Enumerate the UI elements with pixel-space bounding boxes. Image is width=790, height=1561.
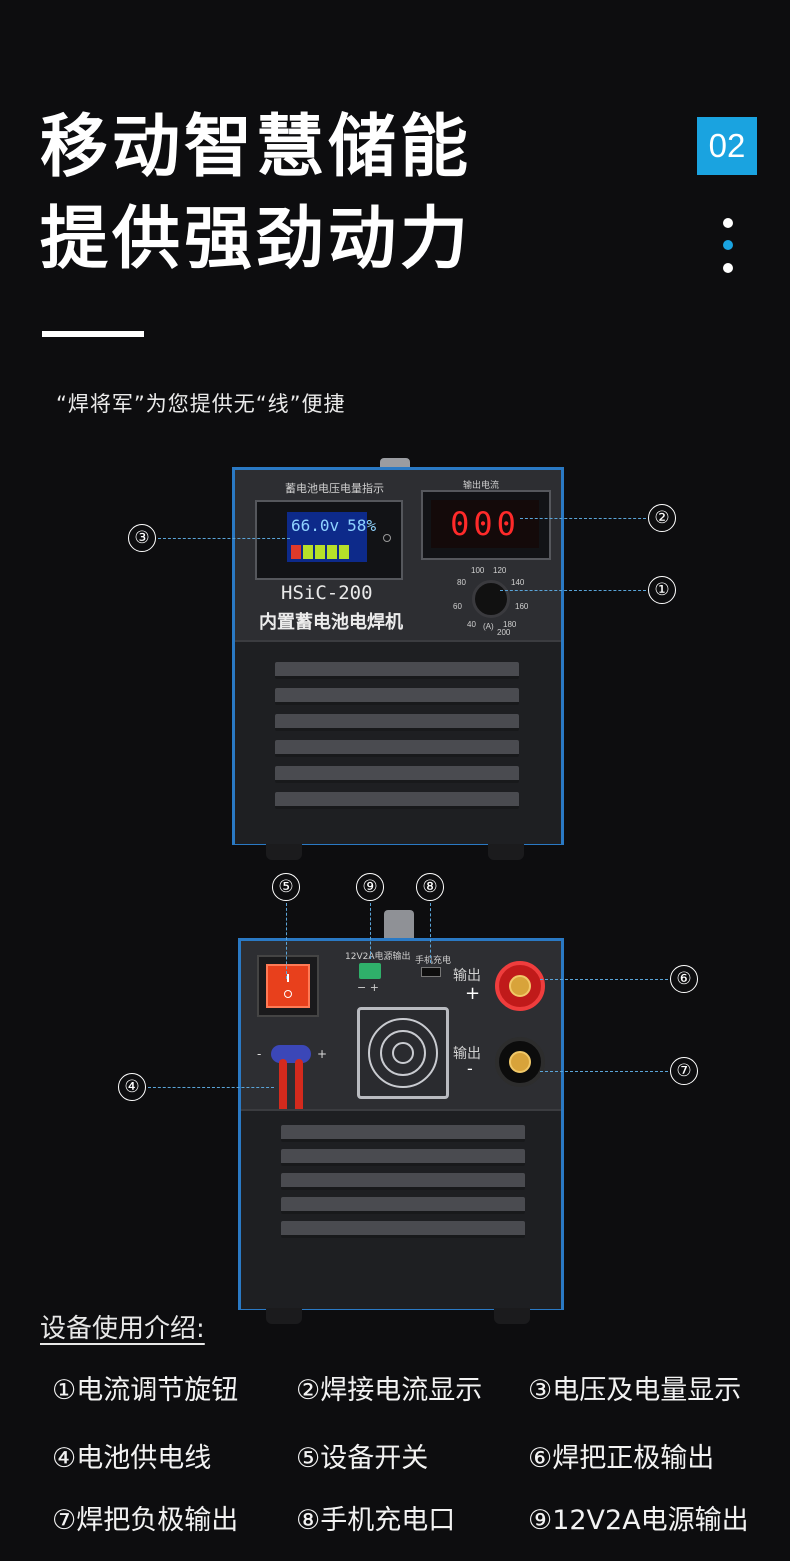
- scale-label: 140: [511, 578, 525, 587]
- vent-grill: [241, 1109, 561, 1309]
- usb-port[interactable]: [421, 967, 441, 977]
- cooling-fan: [357, 1007, 449, 1099]
- title-line-1: 移动智慧储能: [40, 108, 473, 187]
- louver: [275, 714, 519, 731]
- scale-label: 100: [471, 566, 485, 575]
- scale-label: 120: [493, 566, 507, 575]
- callout-4: ④: [118, 1073, 146, 1101]
- battery-cable-connector: [271, 1045, 311, 1063]
- indicator-led: [383, 534, 391, 542]
- battery-cable: [279, 1059, 287, 1131]
- current-display: 000: [431, 500, 539, 548]
- scale-label: 200: [497, 628, 511, 637]
- callout-line-4: [148, 1087, 274, 1088]
- louver: [275, 792, 519, 809]
- louver: [275, 740, 519, 757]
- louver: [281, 1197, 525, 1214]
- callout-6: ⑥: [670, 965, 698, 993]
- callout-line-8: [430, 903, 431, 963]
- model-cn: 内置蓄电池电焊机: [259, 612, 403, 633]
- output-pos-label: 输出: [453, 968, 481, 984]
- scale-label: 80: [457, 578, 466, 587]
- battery-cable: [295, 1059, 303, 1131]
- battery-lcd-frame: 66.0v 58%: [255, 500, 403, 580]
- subtitle: “焊将军”为您提供无“线”便捷: [56, 392, 346, 416]
- louver: [275, 766, 519, 783]
- battery-level-bar: [291, 544, 349, 559]
- welder-back: 12V2A电源输出 − + 手机充电 输出 + 输出 - - +: [238, 938, 564, 1310]
- positive-terminal[interactable]: [495, 961, 545, 1011]
- model-name: HSiC-200: [281, 582, 373, 604]
- device-foot: [494, 1308, 530, 1324]
- cable-plus: +: [317, 1047, 328, 1061]
- louver: [281, 1149, 525, 1166]
- louver: [281, 1221, 525, 1238]
- callout-line-6: [540, 979, 668, 980]
- louver: [275, 688, 519, 705]
- dc-output-port[interactable]: [359, 963, 381, 979]
- scale-label: 40: [467, 620, 476, 629]
- pager-dot-1[interactable]: [723, 218, 733, 228]
- legend-item: ①电流调节旋钮: [52, 1375, 239, 1406]
- power-switch-frame: [257, 955, 319, 1017]
- cable-minus: -: [257, 1047, 262, 1061]
- device-foot: [266, 844, 302, 860]
- welder-front: 蓄电池电压电量指示 66.0v 58% HSiC-200 内置蓄电池电焊机 输出…: [232, 467, 564, 845]
- device-foot: [266, 1308, 302, 1324]
- callout-line-7: [540, 1071, 668, 1072]
- scale-label: 180: [503, 620, 517, 629]
- legend-item: ⑧手机充电口: [296, 1505, 456, 1536]
- callout-1: ①: [648, 576, 676, 604]
- title-line-2: 提供强劲动力: [40, 200, 473, 279]
- lcd-percent: 58%: [347, 515, 377, 535]
- legend-item: ③电压及电量显示: [528, 1375, 742, 1406]
- lcd-voltage: 66.0v: [291, 515, 340, 535]
- current-knob[interactable]: [472, 580, 510, 618]
- callout-5: ⑤: [272, 873, 300, 901]
- louver: [275, 662, 519, 679]
- minus-sign: -: [467, 1059, 473, 1078]
- page-number-badge: 02: [697, 117, 757, 175]
- current-title: 输出电流: [463, 481, 500, 491]
- callout-line-2: [520, 518, 646, 519]
- power-switch[interactable]: [266, 964, 310, 1008]
- legend-title: 设备使用介绍:: [40, 1314, 205, 1344]
- current-display-frame: 000: [421, 490, 551, 560]
- callout-9: ⑨: [356, 873, 384, 901]
- callout-line-1: [500, 590, 646, 591]
- dc-polarity: − +: [357, 981, 379, 994]
- pager-dot-active[interactable]: [723, 240, 733, 250]
- scale-label: 60: [453, 602, 462, 611]
- title-underline: [42, 331, 144, 337]
- vent-grill: [235, 640, 561, 844]
- pager-dot-3[interactable]: [723, 263, 733, 273]
- callout-line-5: [286, 903, 287, 979]
- plus-sign: +: [465, 983, 481, 1004]
- legend-item: ④电池供电线: [52, 1443, 212, 1474]
- output-neg-label: 输出: [453, 1046, 481, 1062]
- legend-item: ⑤设备开关: [296, 1443, 429, 1474]
- battery-lcd: 66.0v 58%: [287, 512, 376, 562]
- callout-7: ⑦: [670, 1057, 698, 1085]
- legend-item: ⑥焊把正极输出: [528, 1443, 715, 1474]
- louver: [281, 1173, 525, 1190]
- negative-terminal[interactable]: [495, 1037, 545, 1087]
- device-foot: [488, 844, 524, 860]
- scale-label: 160: [515, 602, 529, 611]
- scale-label: (A): [483, 622, 494, 631]
- callout-2: ②: [648, 504, 676, 532]
- callout-line-3: [158, 538, 290, 539]
- lcd-title: 蓄电池电压电量指示: [285, 482, 384, 495]
- legend-item: ②焊接电流显示: [296, 1375, 483, 1406]
- legend-item: ⑨12V2A电源输出: [528, 1505, 749, 1536]
- callout-3: ③: [128, 524, 156, 552]
- callout-line-9: [370, 903, 371, 959]
- louver: [281, 1125, 525, 1142]
- legend-item: ⑦焊把负极输出: [52, 1505, 239, 1536]
- dc-output-label: 12V2A电源输出: [345, 952, 411, 962]
- usb-label: 手机充电: [415, 956, 452, 966]
- handle: [384, 910, 414, 940]
- callout-8: ⑧: [416, 873, 444, 901]
